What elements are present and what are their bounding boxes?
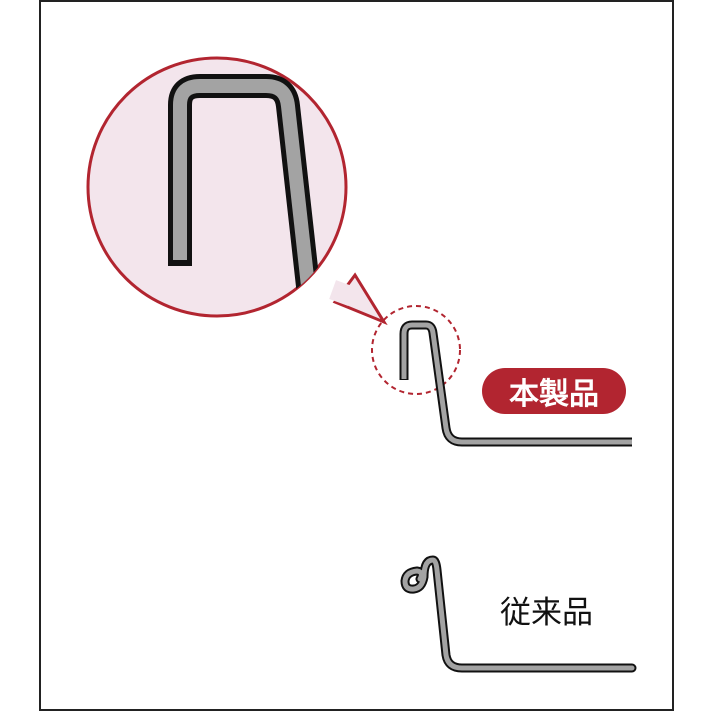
conventional-product-label: 従来品 bbox=[500, 595, 593, 631]
focus-circle bbox=[371, 305, 461, 395]
magnified-hook bbox=[168, 74, 326, 316]
new-product-badge: 本製品 bbox=[482, 368, 626, 414]
frame bbox=[39, 0, 674, 711]
new-product-label: 本製品 bbox=[509, 377, 599, 412]
new-product-hook bbox=[399, 320, 632, 447]
conventional-hook bbox=[400, 555, 637, 673]
